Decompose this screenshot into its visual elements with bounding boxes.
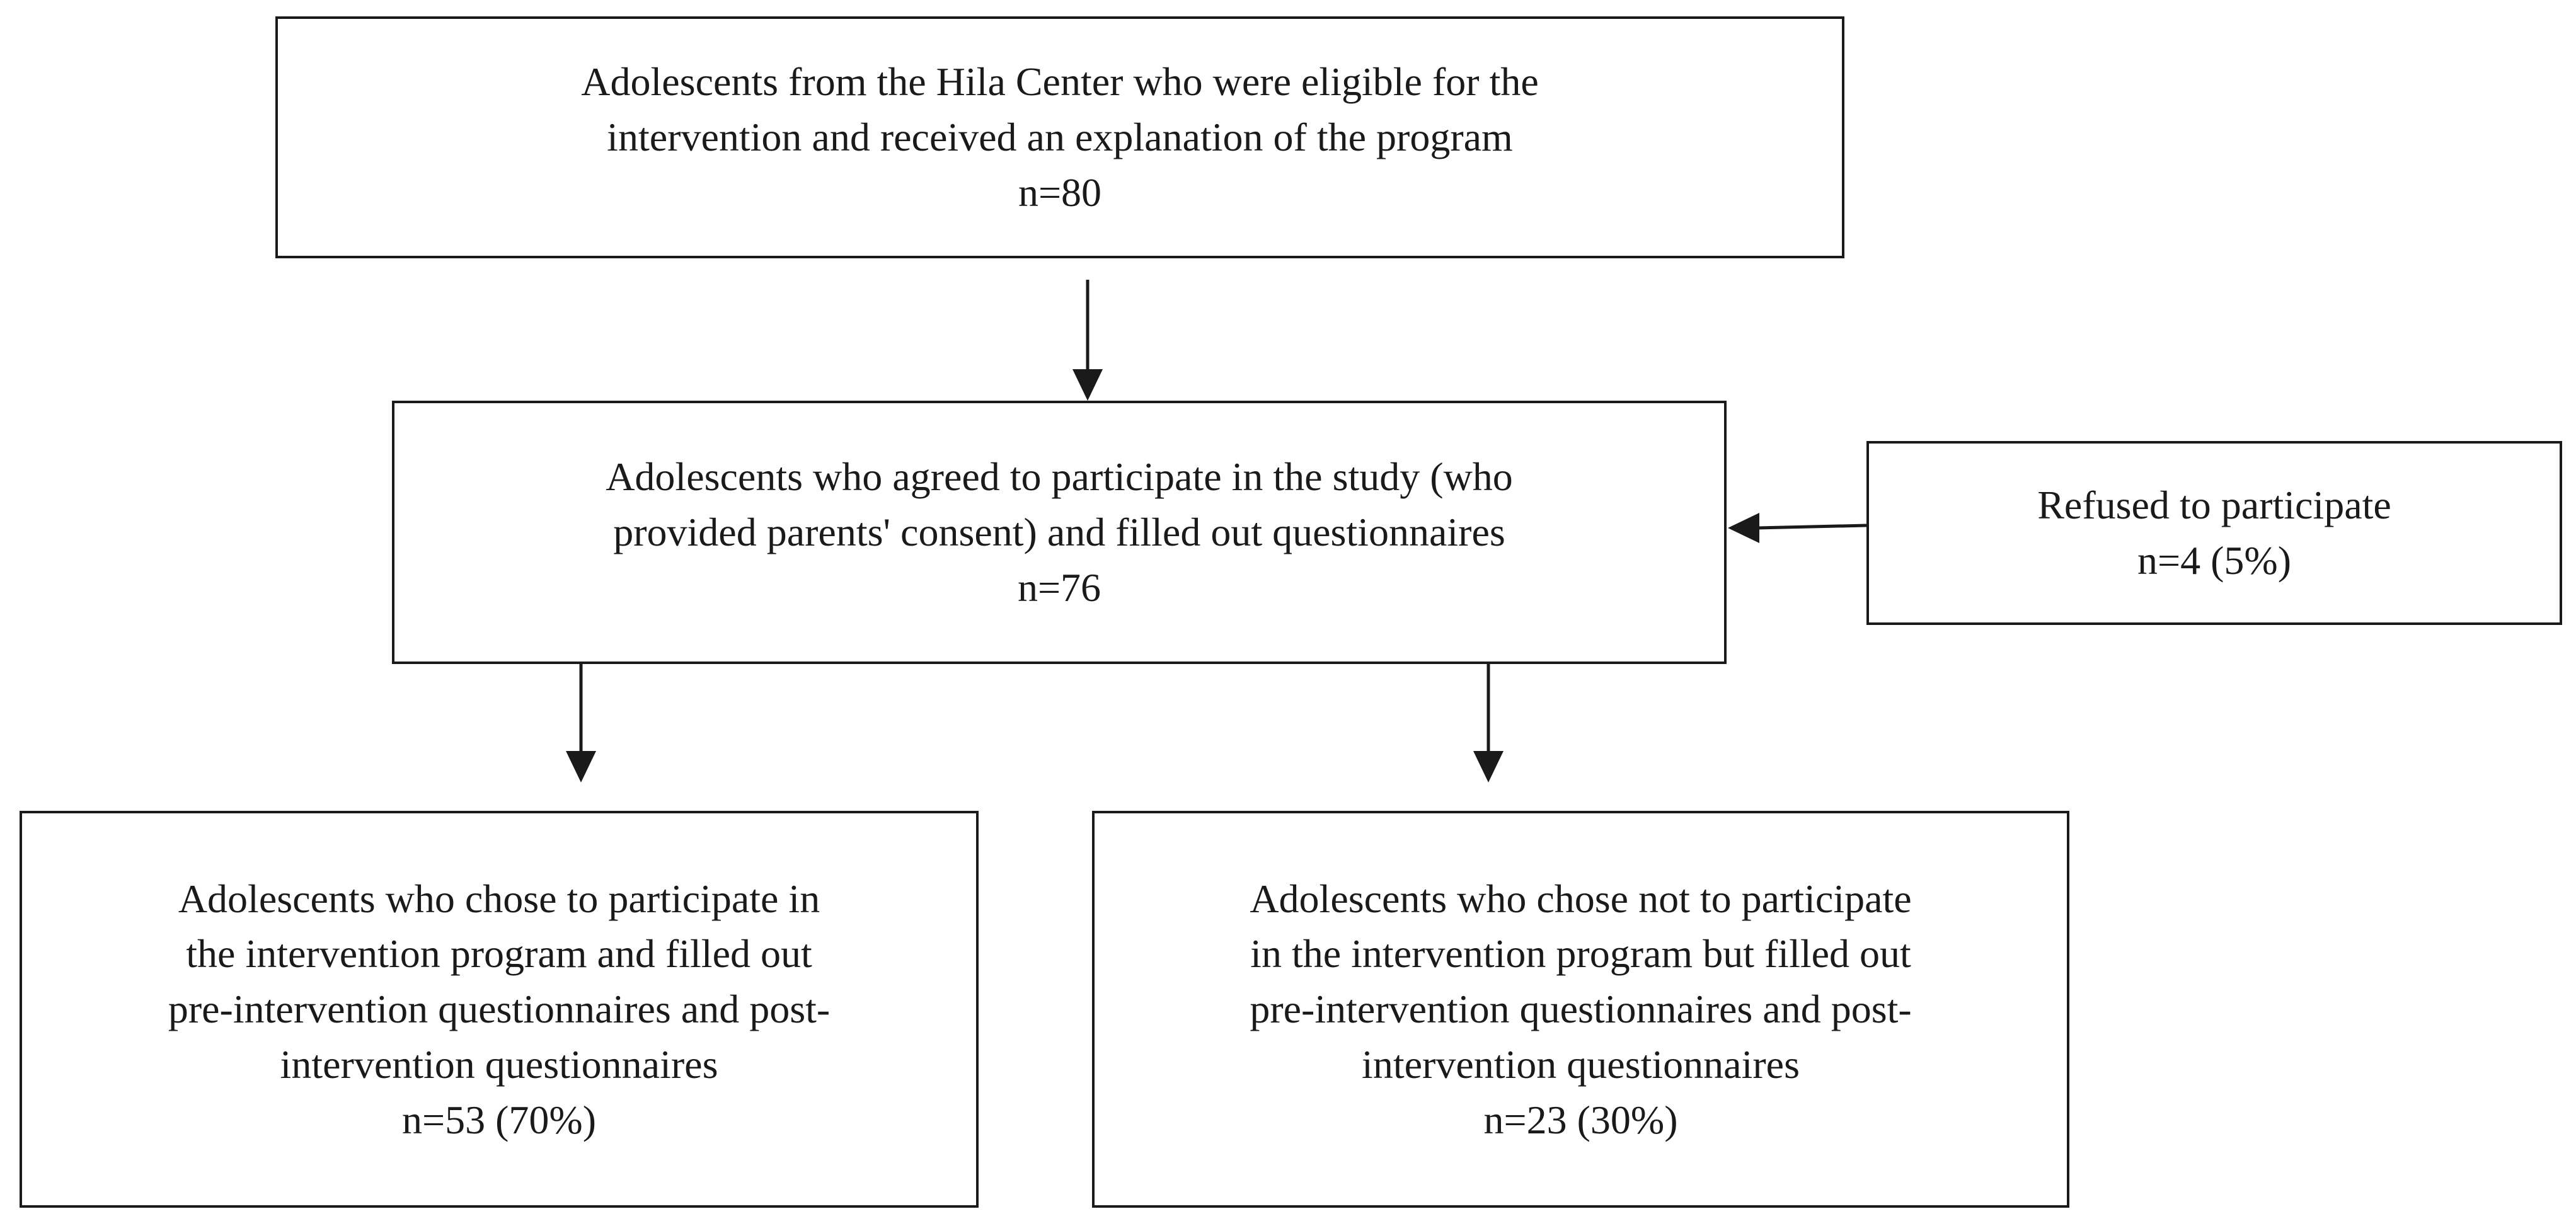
box-count: n=23 (30%) <box>1483 1097 1678 1142</box>
refused-box: Refused to participate n=4 (5%) <box>1866 441 2562 625</box>
box-text-line: Refused to participate <box>2037 483 2391 528</box>
arrow-refused-to-agreed <box>1728 513 1867 543</box>
box-count: n=80 <box>1018 169 1102 215</box>
box-text-line: intervention and received an explanation… <box>607 115 1513 160</box>
box-text-line: Adolescents who agreed to participate in… <box>606 454 1513 500</box>
box-count: n=76 <box>1017 564 1101 610</box>
chose-intervention-box: Adolescents who chose to participate in … <box>20 811 979 1208</box>
box-text-line: the intervention program and filled out <box>186 931 812 977</box>
box-text-line: Adolescents from the Hila Center who wer… <box>581 59 1539 105</box>
box-text-line: in the intervention program but filled o… <box>1250 931 1911 977</box>
not-chose-intervention-box: Adolescents who chose not to participate… <box>1092 811 2069 1208</box>
agreed-adolescents-box: Adolescents who agreed to participate in… <box>392 401 1727 664</box>
box-text-line: intervention questionnaires <box>1362 1041 1800 1087</box>
arrow-agreed-to-chose <box>566 664 596 782</box>
arrow-agreed-to-not-chose <box>1473 664 1504 782</box>
box-text-line: Adolescents who chose to participate in <box>178 876 820 921</box>
box-text-line: intervention questionnaires <box>280 1041 718 1087</box>
box-count: n=4 (5%) <box>2137 538 2292 583</box>
box-text-line: Adolescents who chose not to participate <box>1250 876 1912 921</box>
eligible-adolescents-box: Adolescents from the Hila Center who wer… <box>275 16 1844 258</box>
box-text-line: provided parents' consent) and filled ou… <box>613 510 1505 555</box>
box-count: n=53 (70%) <box>401 1097 597 1142</box>
box-text-line: pre-intervention questionnaires and post… <box>168 987 831 1032</box>
box-text-line: pre-intervention questionnaires and post… <box>1250 987 1912 1032</box>
arrow-eligible-to-agreed <box>1072 280 1103 401</box>
